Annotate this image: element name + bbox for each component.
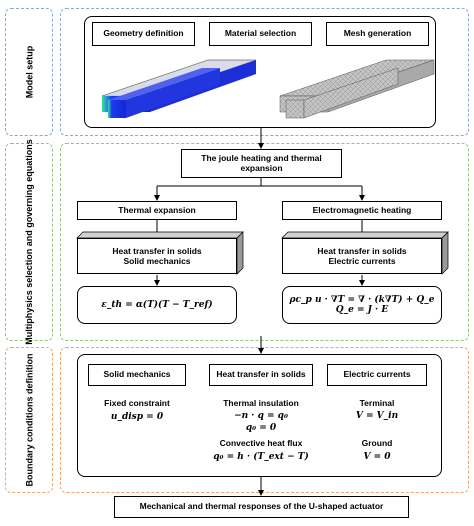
mesh-model-image	[279, 59, 435, 119]
zero-flux-equation: q₀ = 0	[245, 423, 277, 433]
result-box: Mechanical and thermal responses of the …	[114, 496, 409, 518]
boundary-frame	[60, 347, 469, 493]
terminal-equation: V = V_in	[355, 411, 399, 421]
left-module-mechanics: Solid mechanics	[123, 256, 191, 266]
left-module-heat: Heat transfer in solids	[112, 245, 202, 256]
convective-flux-label: Convective heat flux	[219, 438, 303, 448]
header-electric-currents: Electric currents	[327, 364, 427, 386]
section-label-physics: Multiphysics selection and governing equ…	[5, 139, 53, 345]
joule-heat-equation: Q_e = J · E	[335, 305, 389, 315]
physics-frame	[60, 143, 469, 341]
thermal-insulation-label: Thermal insulation	[223, 398, 299, 408]
section-label-boundary: Boundary conditions definition	[5, 347, 53, 493]
joule-heating-box: The joule heating and thermal expansion	[181, 149, 342, 178]
right-modules-box: Heat transfer in solids Electric current…	[282, 238, 442, 274]
mesh-generation-box: Mesh generation	[326, 22, 429, 46]
fixed-constraint-label: Fixed constraint	[104, 398, 170, 408]
ground-label: Ground	[361, 438, 393, 448]
fixed-constraint-equation: u_disp = 0	[110, 412, 164, 422]
header-heat-transfer: Heat transfer in solids	[209, 364, 313, 386]
right-equation-box: ρc_p u · ∇T = ∇ · (k∇T) + Q_e Q_e = J · …	[282, 286, 442, 324]
terminal-label: Terminal	[359, 398, 395, 408]
heat-equation: ρc_p u · ∇T = ∇ · (k∇T) + Q_e	[289, 295, 435, 305]
model-setup-frame	[60, 8, 469, 136]
thermal-expansion-box: Thermal expansion	[77, 201, 237, 220]
geometry-definition-box: Geometry definition	[92, 22, 195, 46]
thermal-insulation-equation: −n · q = q₀	[234, 411, 288, 421]
thermal-strain-equation: ε_th = α(T)(T − T_ref)	[101, 300, 213, 310]
electromagnetic-heating-box: Electromagnetic heating	[282, 201, 442, 220]
right-module-electric: Electric currents	[328, 256, 396, 266]
section-label-model-setup: Model setup	[5, 8, 53, 136]
right-module-heat: Heat transfer in solids	[317, 245, 407, 256]
convective-flux-equation: q₀ = h · (T_ext − T)	[213, 452, 309, 462]
material-selection-box: Material selection	[209, 22, 312, 46]
thermal-model-image	[101, 59, 257, 118]
left-equation-box: ε_th = α(T)(T − T_ref)	[77, 286, 237, 324]
header-solid-mechanics: Solid mechanics	[88, 364, 186, 386]
left-modules-box: Heat transfer in solids Solid mechanics	[77, 238, 237, 274]
ground-equation: V = 0	[363, 452, 391, 462]
